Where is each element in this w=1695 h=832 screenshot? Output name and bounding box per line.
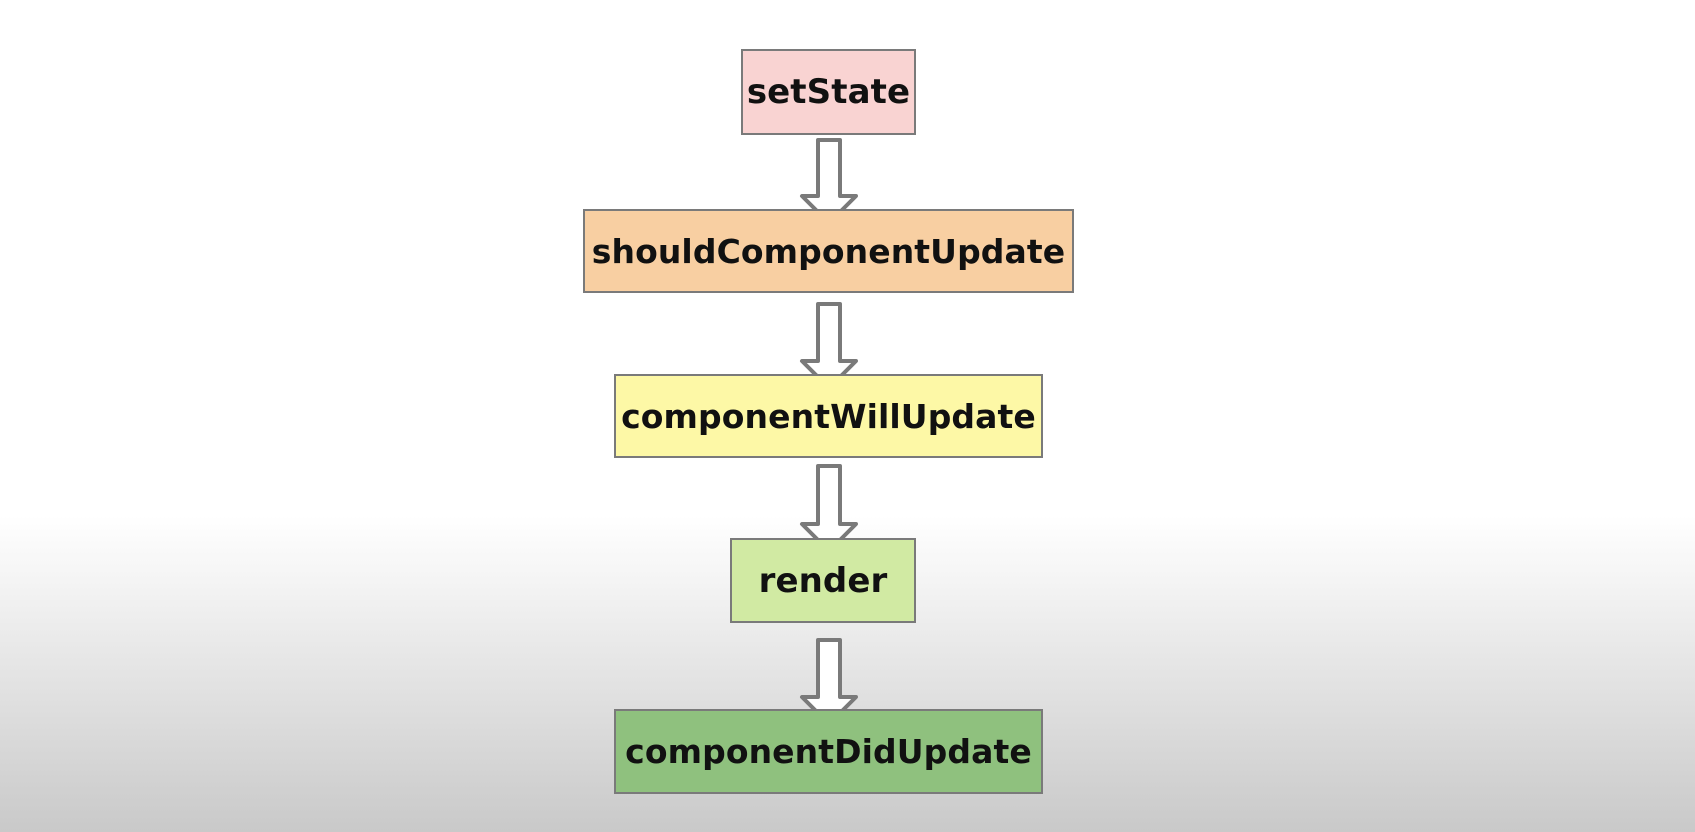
node-componentwillupdate: componentWillUpdate [614, 374, 1043, 458]
node-componentdidupdate-label: componentDidUpdate [625, 732, 1032, 771]
node-shouldcomponentupdate: shouldComponentUpdate [583, 209, 1074, 293]
node-render: render [730, 538, 916, 623]
node-setstate: setState [741, 49, 916, 135]
node-setstate-label: setState [746, 72, 911, 112]
node-shouldcomponentupdate-label: shouldComponentUpdate [591, 231, 1066, 271]
node-componentdidupdate: componentDidUpdate [614, 709, 1043, 794]
node-componentwillupdate-label: componentWillUpdate [621, 396, 1036, 436]
node-render-label: render [758, 560, 888, 601]
